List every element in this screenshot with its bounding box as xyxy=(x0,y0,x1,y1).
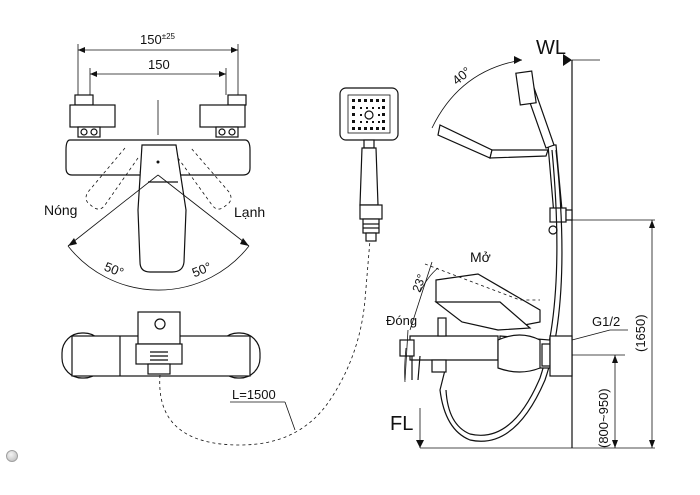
dim-150-tol: 150±25 xyxy=(140,32,176,47)
angle-23: 23° xyxy=(409,272,428,294)
dim-800-950: (800~950) xyxy=(596,388,611,448)
dim-1650: (1650) xyxy=(633,314,648,352)
nav-dot-button[interactable] xyxy=(6,450,18,462)
label-g12: G1/2 xyxy=(592,314,620,329)
hose-dashed xyxy=(159,239,371,446)
hand-shower xyxy=(339,87,399,242)
side-view xyxy=(399,54,655,449)
label-fl: FL xyxy=(390,413,413,435)
front-view-top xyxy=(65,44,251,291)
label-wl: WL xyxy=(536,37,566,59)
angle-left: 50° xyxy=(102,259,126,280)
hose-length-label: L=1500 xyxy=(232,387,276,402)
label-open: Mở xyxy=(470,249,491,265)
label-close: Đóng xyxy=(386,313,417,328)
dim-150: 150 xyxy=(148,57,170,72)
angle-40: 40° xyxy=(449,64,474,88)
label-cold: Lạnh xyxy=(234,204,265,220)
top-view xyxy=(61,311,261,379)
label-hot: Nóng xyxy=(44,202,77,218)
angle-right: 50° xyxy=(190,259,214,280)
